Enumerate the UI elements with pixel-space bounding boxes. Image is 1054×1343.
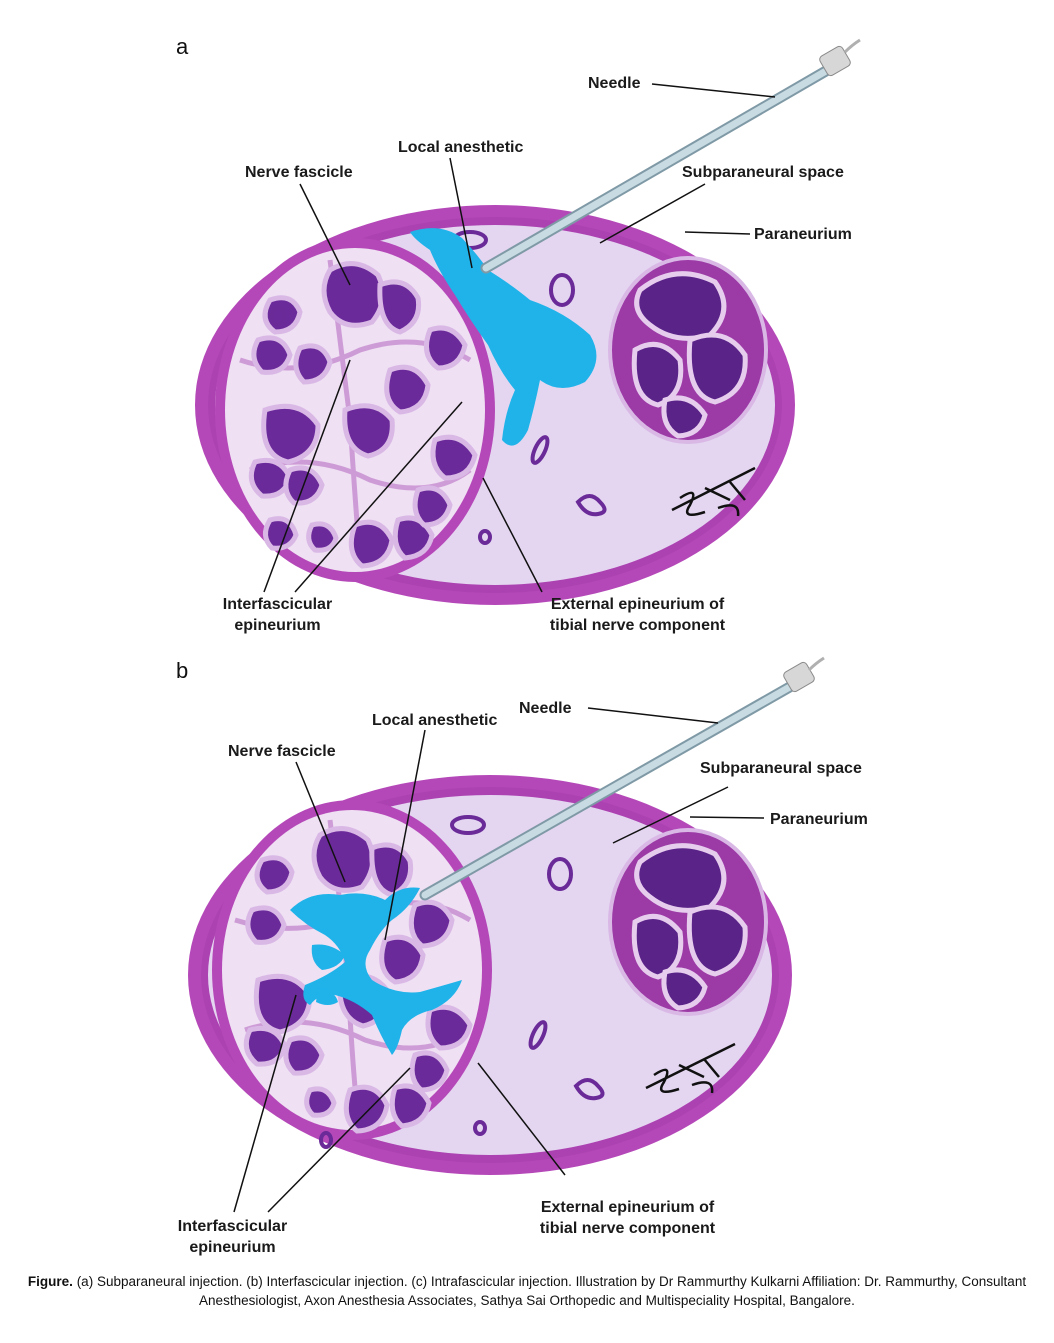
caption-text: (a) Subparaneural injection. (b) Interfa… <box>72 1274 1027 1308</box>
label-external-epineurium: External epineurium of tibial nerve comp… <box>520 1197 735 1239</box>
label-local-anesthetic: Local anesthetic <box>398 139 524 156</box>
nerve-cross-section-b <box>188 656 825 1213</box>
local-anesthetic-spread <box>410 228 597 446</box>
label-line: epineurium <box>189 1239 276 1256</box>
label-subparaneural-space: Subparaneural space <box>700 760 862 777</box>
label-nerve-fascicle: Nerve fascicle <box>228 743 336 760</box>
label-paraneurium: Paraneurium <box>754 226 852 243</box>
label-line: External epineurium of <box>550 596 725 613</box>
peroneal-component <box>608 828 768 1016</box>
leader-lines <box>263 83 776 593</box>
label-local-anesthetic: Local anesthetic <box>372 712 498 729</box>
label-needle: Needle <box>588 75 641 92</box>
panel-a: a <box>0 0 1054 650</box>
vessels <box>270 230 607 545</box>
label-line: epineurium <box>234 617 321 634</box>
vessels <box>319 815 605 1149</box>
label-external-epineurium: External epineurium of tibial nerve comp… <box>530 594 745 636</box>
label-line: External epineurium of <box>540 1199 715 1216</box>
signature <box>671 466 756 517</box>
nerve-cross-section-a <box>195 38 861 605</box>
nerve-fascicles <box>243 826 473 1134</box>
label-line: Interfascicular <box>177 1218 288 1235</box>
leader-lines <box>233 707 765 1213</box>
label-subparaneural-space: Subparaneural space <box>682 164 844 181</box>
label-interfascicular-epineurium: Interfascicular epineurium <box>160 1216 305 1258</box>
figure-caption: Figure. (a) Subparaneural injection. (b)… <box>10 1272 1044 1310</box>
needle <box>480 38 861 274</box>
label-paraneurium: Paraneurium <box>770 811 868 828</box>
needle <box>419 656 825 901</box>
label-nerve-fascicle: Nerve fascicle <box>245 164 353 181</box>
local-anesthetic-spread <box>290 887 462 1055</box>
label-line: Interfascicular <box>222 596 333 613</box>
caption-lead: Figure. <box>27 1274 73 1289</box>
panel-b: b <box>0 650 1054 1265</box>
label-needle: Needle <box>519 700 572 717</box>
label-line: tibial nerve component <box>539 1220 716 1237</box>
label-interfascicular-epineurium: Interfascicular epineurium <box>205 594 350 636</box>
peroneal-component <box>608 256 768 444</box>
nerve-fascicles <box>248 261 478 569</box>
panel-letter: b <box>176 658 189 683</box>
panel-letter: a <box>176 34 189 59</box>
signature <box>645 1042 736 1094</box>
label-line: tibial nerve component <box>549 617 726 634</box>
